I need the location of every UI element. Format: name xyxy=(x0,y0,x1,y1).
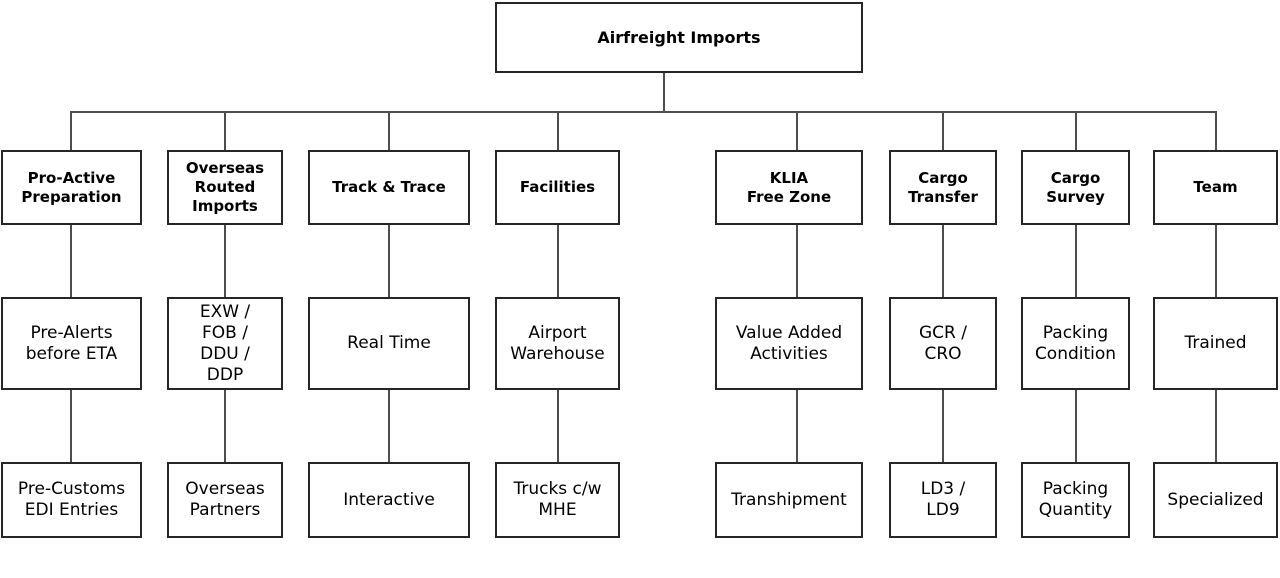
connector-drop-col5 xyxy=(796,111,798,150)
connector-col5-row3-row4 xyxy=(796,389,798,463)
connector-col2-row3-row4 xyxy=(224,389,226,463)
node-cargo-transfer: Cargo Transfer xyxy=(889,150,997,225)
node-specialized: Specialized xyxy=(1153,462,1278,538)
node-overseas-routed-imports: Overseas Routed Imports xyxy=(167,150,283,225)
connector-col6-row2-row3 xyxy=(942,224,944,298)
connector-drop-col7 xyxy=(1075,111,1077,150)
node-real-time: Real Time xyxy=(308,297,470,390)
connector-col4-row2-row3 xyxy=(557,224,559,298)
connector-col7-row3-row4 xyxy=(1075,389,1077,463)
connector-col4-row3-row4 xyxy=(557,389,559,463)
connector-col1-row3-row4 xyxy=(70,389,72,463)
connector-col1-row2-row3 xyxy=(70,224,72,298)
connector-col8-row2-row3 xyxy=(1215,224,1217,298)
node-ld3-ld9: LD3 / LD9 xyxy=(889,462,997,538)
connector-drop-col8 xyxy=(1215,111,1217,150)
node-pro-active-preparation: Pro-Active Preparation xyxy=(1,150,142,225)
node-trucks-cw-mhe: Trucks c/w MHE xyxy=(495,462,620,538)
node-pre-alerts-before-eta: Pre-Alerts before ETA xyxy=(1,297,142,390)
connector-title-stub xyxy=(663,73,665,112)
connector-drop-col1 xyxy=(70,111,72,150)
connector-drop-col2 xyxy=(224,111,226,150)
node-track-and-trace: Track & Trace xyxy=(308,150,470,225)
node-transhipment: Transhipment xyxy=(715,462,863,538)
node-airfreight-imports: Airfreight Imports xyxy=(495,2,863,73)
connector-col8-row3-row4 xyxy=(1215,389,1217,463)
connector-drop-col6 xyxy=(942,111,944,150)
connector-col6-row3-row4 xyxy=(942,389,944,463)
node-packing-quantity: Packing Quantity xyxy=(1021,462,1130,538)
node-airport-warehouse: Airport Warehouse xyxy=(495,297,620,390)
connector-col7-row2-row3 xyxy=(1075,224,1077,298)
node-packing-condition: Packing Condition xyxy=(1021,297,1130,390)
node-value-added-activities: Value Added Activities xyxy=(715,297,863,390)
node-pre-customs-edi-entries: Pre-Customs EDI Entries xyxy=(1,462,142,538)
node-exw-fob-ddu-ddp: EXW / FOB / DDU / DDP xyxy=(167,297,283,390)
node-facilities: Facilities xyxy=(495,150,620,225)
connector-col3-row2-row3 xyxy=(388,224,390,298)
connector-drop-col3 xyxy=(388,111,390,150)
node-trained: Trained xyxy=(1153,297,1278,390)
node-gcr-cro: GCR / CRO xyxy=(889,297,997,390)
node-overseas-partners: Overseas Partners xyxy=(167,462,283,538)
connector-col2-row2-row3 xyxy=(224,224,226,298)
node-interactive: Interactive xyxy=(308,462,470,538)
connector-col3-row3-row4 xyxy=(388,389,390,463)
node-klia-free-zone: KLIA Free Zone xyxy=(715,150,863,225)
node-team: Team xyxy=(1153,150,1278,225)
connector-bus xyxy=(70,111,1217,113)
node-cargo-survey: Cargo Survey xyxy=(1021,150,1130,225)
connector-drop-col4 xyxy=(557,111,559,150)
connector-col5-row2-row3 xyxy=(796,224,798,298)
